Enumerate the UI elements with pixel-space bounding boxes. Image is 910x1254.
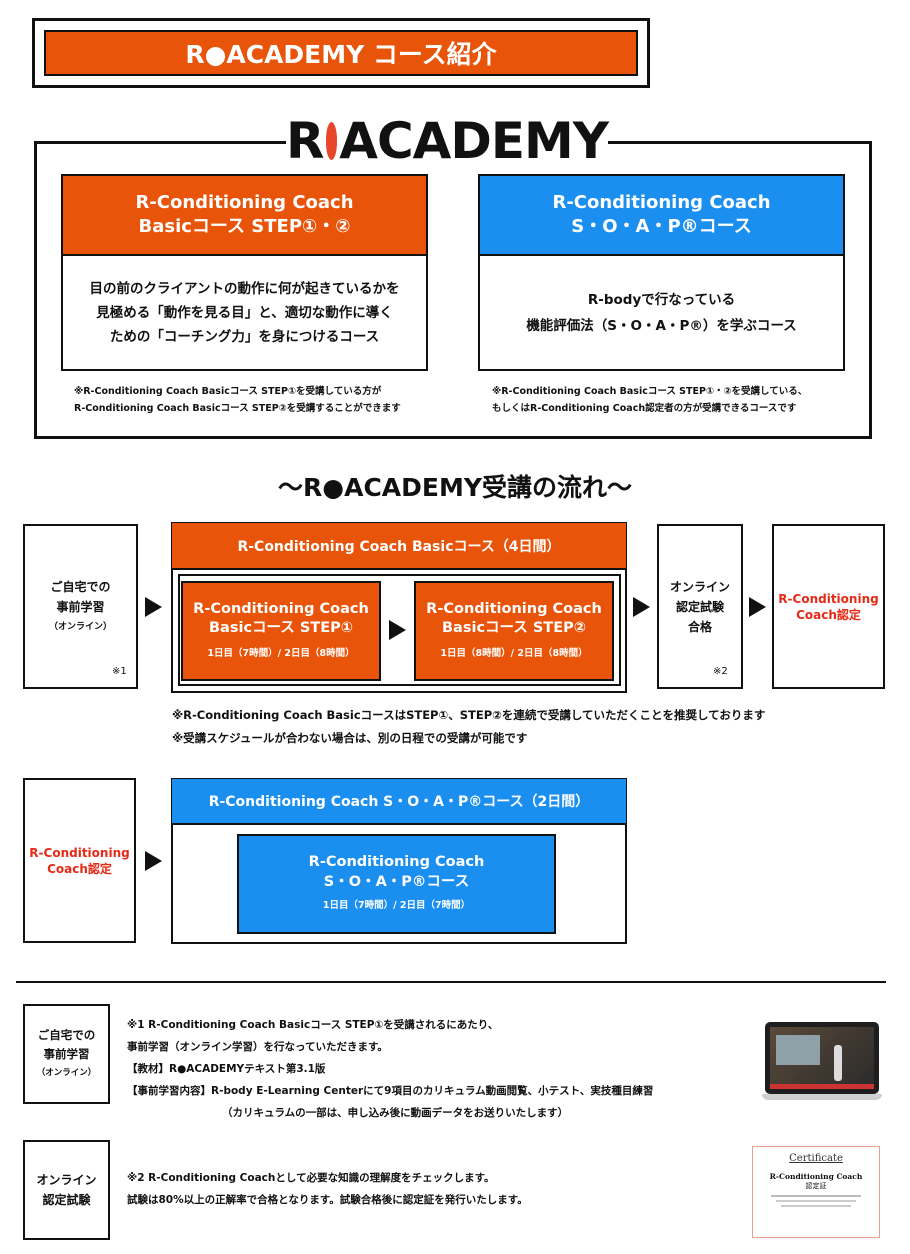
academy-logo: R ACADEMY: [286, 112, 609, 170]
exam-label1: オンライン: [36, 1173, 97, 1187]
soap-course-note: ※R-Conditioning Coach Basicコース STEP①・②を受…: [492, 383, 862, 417]
prestudy-line3: （オンライン）: [48, 621, 112, 632]
basic-header-text: R-Conditioning Coach Basicコース（4日間）: [237, 538, 561, 555]
basic-desc-line2: 見極める「動作を見る目」と、適切な動作に導く: [96, 304, 393, 321]
certificate-image: Certificate R-Conditioning Coach 認定証: [752, 1146, 880, 1238]
basic-note-line1: ※R-Conditioning Coach Basicコース STEP①を受講し…: [74, 386, 382, 397]
soap-course-header: R-Conditioning Coach S・O・A・P®コース（2日間）: [172, 779, 626, 825]
basic-inner-frame: [178, 574, 621, 686]
soap-inner-days: 1日目（7時間）/ 2日目（7時間）: [322, 900, 471, 911]
basic-desc-line3: ための「コーチング力」を身につけるコース: [109, 328, 380, 345]
soap-start-line2: Coach認定: [47, 861, 112, 876]
exam-label: オンライン 認定試験: [23, 1140, 110, 1240]
exam-label2: 認定試験: [42, 1193, 91, 1207]
soap-desc-line1: R-bodyで行なっている: [587, 291, 736, 308]
basic-note-line2: R-Conditioning Coach Basicコース STEP②を受講する…: [74, 403, 401, 414]
flow-heading: 〜R●ACADEMY受講の流れ〜: [278, 473, 632, 502]
exam-line3: 合格: [687, 619, 712, 634]
certificate-title: Certificate: [789, 1153, 843, 1164]
logo-dot-icon: [325, 122, 338, 160]
certificate-jp: 認定証: [805, 1182, 827, 1190]
prestudy-text: ※1 R-Conditioning Coach Basicコース STEP①を受…: [127, 1014, 767, 1124]
soap-header-text: R-Conditioning Coach S・O・A・P®コース（2日間）: [208, 794, 590, 810]
soap-start-box: R-Conditioning Coach認定: [23, 778, 136, 943]
prestudy-line1: ご自宅での: [50, 579, 111, 594]
prestudy-label2: 事前学習: [43, 1046, 90, 1061]
soap-title-line1: R-Conditioning Coach: [552, 192, 771, 213]
step2-days: 1日目（8時間）/ 2日目（8時間）: [440, 647, 588, 659]
exam-text: ※2 R-Conditioning Coachとして必要な知識の理解度をチェック…: [127, 1167, 747, 1211]
step2-card: R-Conditioning Coach Basicコース STEP② 1日目（…: [414, 581, 614, 681]
soap-course-desc: R-bodyで行なっている 機能評価法（S・O・A・P®）を学ぶコース: [478, 254, 845, 371]
certified-box: R-Conditioning Coach認定: [772, 524, 885, 689]
arrow-right-icon: [633, 597, 650, 617]
arrow-right-icon: [145, 851, 162, 871]
step1-title2: Basicコース STEP①: [209, 619, 353, 636]
prestudy-text2: 事前学習（オンライン学習）を行なっていただきます。: [127, 1041, 388, 1053]
basic-course-header: R-Conditioning Coach Basicコース（4日間）: [172, 523, 626, 570]
exam-text2: 試験は80%以上の正解率で合格となります。試験合格後に認定証を発行いたします。: [127, 1194, 528, 1206]
basic-course-desc: 目の前のクライアントの動作に何が起きているかを 見極める「動作を見る目」と、適切…: [61, 254, 428, 371]
prestudy-label3: （オンライン）: [36, 1067, 97, 1078]
exam-line1: オンライン: [669, 579, 730, 594]
certified-line1: R-Conditioning: [778, 591, 879, 606]
header-banner: R●ACADEMY コース紹介: [44, 30, 638, 76]
arrow-right-icon: [145, 597, 162, 617]
step1-days: 1日目（7時間）/ 2日目（8時間）: [207, 647, 355, 659]
prestudy-line2: 事前学習: [56, 599, 105, 614]
soap-title-line2: S・O・A・P®コース: [571, 216, 752, 237]
section-divider: [16, 981, 886, 983]
soap-course-title: R-Conditioning Coach S・O・A・P®コース: [478, 174, 845, 256]
arrow-right-icon: [749, 597, 766, 617]
prestudy-box: ご自宅での 事前学習 （オンライン）: [23, 524, 138, 689]
prestudy-text5: （カリキュラムの一部は、申し込み後に動画データをお送りいたします）: [222, 1107, 569, 1119]
laptop-image: [762, 1022, 882, 1108]
step2-title1: R-Conditioning Coach: [426, 600, 602, 617]
arrow-right-icon: [389, 620, 406, 640]
soap-inner-title2: S・O・A・P®コース: [323, 874, 470, 890]
certificate-subtitle: R-Conditioning Coach: [769, 1172, 863, 1181]
flow-note: ※R-Conditioning Coach BasicコースはSTEP①、STE…: [172, 704, 892, 750]
basic-course-title: R-Conditioning Coach Basicコース STEP①・②: [61, 174, 428, 256]
exam-box: オンライン 認定試験 合格: [657, 524, 743, 689]
exam-mark: ※2: [713, 666, 728, 677]
soap-inner-card: R-Conditioning Coach S・O・A・P®コース 1日目（7時間…: [237, 834, 556, 934]
prestudy-text1: ※1 R-Conditioning Coach Basicコース STEP①を受…: [127, 1019, 499, 1031]
step1-title1: R-Conditioning Coach: [193, 600, 369, 617]
basic-title-line2: Basicコース STEP①・②: [138, 216, 351, 237]
certified-line2: Coach認定: [796, 607, 861, 622]
flow-note-line2: ※受講スケジュールが合わない場合は、別の日程での受講が可能です: [172, 731, 528, 745]
exam-line2: 認定試験: [675, 599, 724, 614]
flow-note-line1: ※R-Conditioning Coach BasicコースはSTEP①、STE…: [172, 708, 766, 722]
basic-desc-line1: 目の前のクライアントの動作に何が起きているかを: [89, 280, 400, 297]
soap-note-line1: ※R-Conditioning Coach Basicコース STEP①・②を受…: [492, 386, 808, 397]
prestudy-label1: ご自宅での: [37, 1027, 96, 1042]
prestudy-text3: 【教材】R●ACADEMYテキスト第3.1版: [127, 1063, 326, 1075]
basic-title-line1: R-Conditioning Coach: [135, 192, 354, 213]
soap-desc-line2: 機能評価法（S・O・A・P®）を学ぶコース: [526, 317, 797, 334]
page-title: R●ACADEMY コース紹介: [185, 40, 497, 69]
step1-card: R-Conditioning Coach Basicコース STEP① 1日目（…: [181, 581, 381, 681]
logo-text: ACADEMY: [339, 112, 609, 170]
basic-course-note: ※R-Conditioning Coach Basicコース STEP①を受講し…: [74, 383, 434, 417]
soap-note-line2: もしくはR-Conditioning Coach認定者の方が受講できるコースです: [492, 403, 797, 414]
step2-title2: Basicコース STEP②: [442, 619, 586, 636]
exam-text1: ※2 R-Conditioning Coachとして必要な知識の理解度をチェック…: [127, 1172, 495, 1184]
logo-r: R: [286, 112, 325, 170]
prestudy-mark: ※1: [112, 666, 127, 677]
prestudy-text4: 【事前学習内容】R-body E-Learning Centerにて9項目のカリ…: [127, 1085, 654, 1097]
soap-inner-title1: R-Conditioning Coach: [308, 854, 485, 870]
soap-start-line1: R-Conditioning: [29, 845, 130, 860]
prestudy-label: ご自宅での 事前学習 （オンライン）: [23, 1004, 110, 1104]
